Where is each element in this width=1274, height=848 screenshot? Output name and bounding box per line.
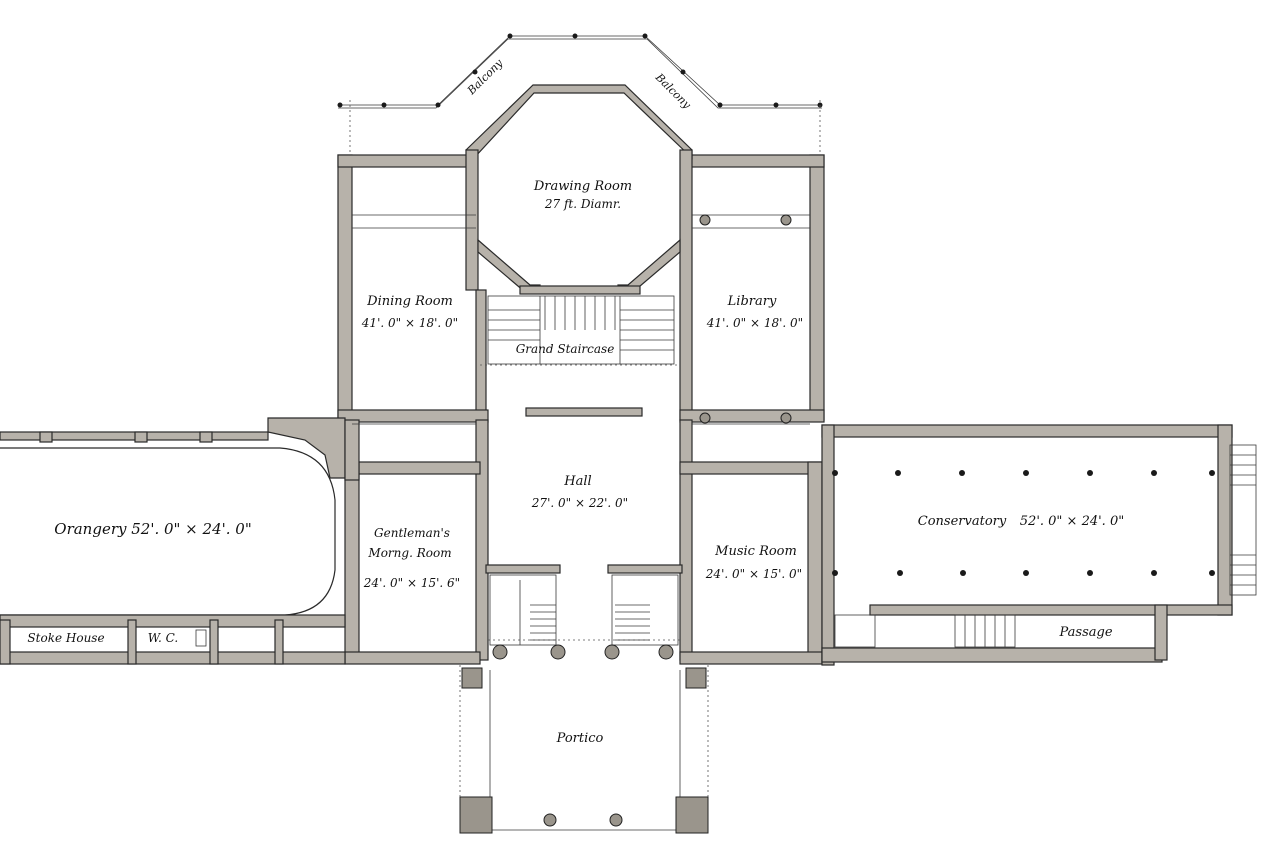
- orangery-walls: [0, 431, 346, 665]
- stoke-house-label: Stoke House: [27, 631, 104, 645]
- hall-stairs: [489, 574, 679, 646]
- portico-label: Portico: [556, 731, 604, 746]
- gentlemans-room-name-2: Morng. Room: [367, 546, 451, 560]
- library-size: 41'. 0" × 18'. 0": [706, 316, 803, 330]
- conservatory-walls: [821, 424, 1257, 666]
- conservatory-size: 52'. 0" × 24'. 0": [1020, 514, 1124, 529]
- grand-staircase-treads: [487, 295, 675, 365]
- hall-size: 27'. 0" × 22'. 0": [531, 496, 628, 510]
- balcony-right-label: Balcony: [652, 70, 694, 112]
- drawing-room-name: Drawing Room: [533, 179, 632, 194]
- balcony-outline: [337, 33, 823, 109]
- library-name: Library: [727, 294, 777, 309]
- library-columns: [699, 214, 792, 424]
- balcony-left-label: Balcony: [464, 56, 506, 98]
- gentlemans-room-size: 24'. 0" × 15'. 6": [363, 576, 460, 590]
- gentlemans-room-name-1: Gentleman's: [374, 526, 450, 540]
- central-block-walls: [267, 84, 825, 665]
- orangery-label: Orangery 52'. 0" × 24'. 0": [54, 520, 251, 538]
- music-room-name: Music Room: [714, 544, 797, 559]
- room-labels: Balcony Balcony Drawing Room 27 ft. Diam…: [27, 56, 1124, 746]
- conservatory-columns: [832, 470, 1215, 576]
- music-room-size: 24'. 0" × 15'. 0": [705, 567, 802, 581]
- passage-label: Passage: [1058, 625, 1112, 640]
- portico: [459, 644, 709, 834]
- conservatory-name: Conservatory: [918, 514, 1007, 529]
- hall-name: Hall: [563, 474, 591, 489]
- grand-staircase-label: Grand Staircase: [516, 342, 615, 356]
- drawing-room-size: 27 ft. Diamr.: [544, 197, 621, 211]
- dining-room-size: 41'. 0" × 18'. 0": [361, 316, 458, 330]
- dining-room-name: Dining Room: [366, 294, 453, 309]
- wc-label: W. C.: [148, 631, 178, 645]
